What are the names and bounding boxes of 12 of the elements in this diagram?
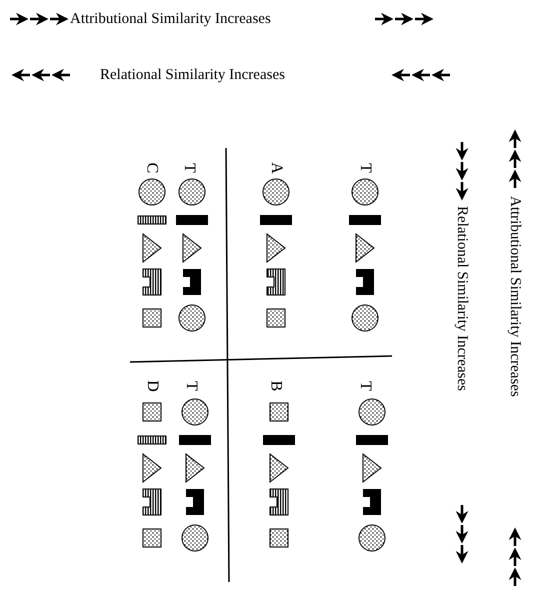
column-letter: T <box>356 381 373 391</box>
axis-caption: Attributional Similarity Increases <box>507 196 522 397</box>
axis-caption: Attributional Similarity Increases <box>70 12 271 27</box>
column-letter: T <box>356 163 373 173</box>
column-letter: T <box>180 163 197 173</box>
axis-caption: Relational Similarity Increases <box>454 206 469 391</box>
column-letter: D <box>144 380 160 392</box>
column-letter: T <box>182 381 199 391</box>
column-letter: A <box>268 162 284 174</box>
column-letter: C <box>143 162 160 174</box>
axis-caption: Relational Similarity Increases <box>100 68 285 83</box>
column-letter: B <box>267 380 284 392</box>
